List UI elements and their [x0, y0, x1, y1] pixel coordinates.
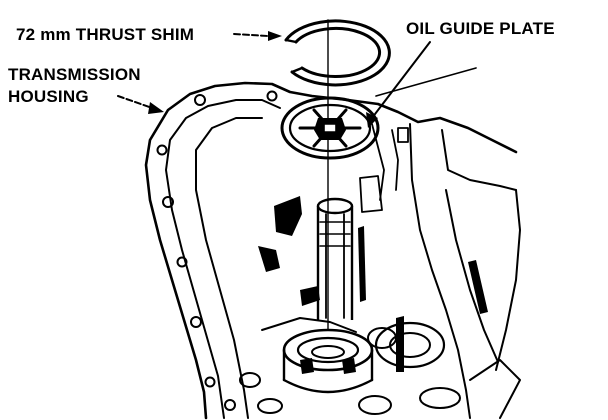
- mainshaft-assembly: [282, 197, 374, 394]
- transmission-housing: [144, 81, 521, 420]
- oil-guide-plate: [280, 96, 380, 160]
- label-oil-guide-plate: OIL GUIDE PLATE: [406, 19, 555, 38]
- label-thrust-shim: 72 mm THRUST SHIM: [16, 25, 194, 44]
- label-transmission-housing-line1: TRANSMISSION: [8, 65, 141, 84]
- label-transmission-housing-line2: HOUSING: [8, 87, 89, 106]
- leader-lines: [117, 31, 477, 128]
- thrust-shim-ring: [284, 19, 391, 87]
